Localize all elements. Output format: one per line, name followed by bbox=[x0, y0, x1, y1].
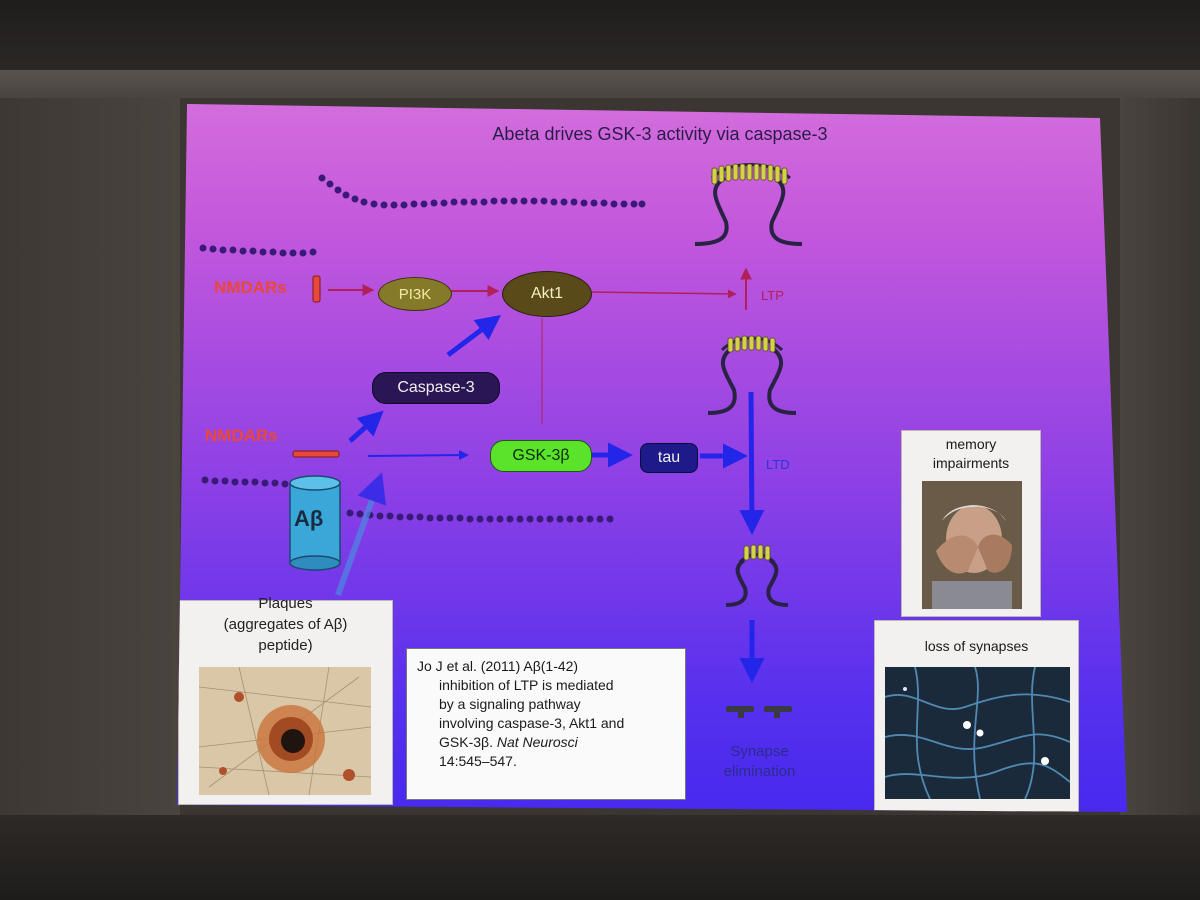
synapse-loss-panel: loss of synapses bbox=[874, 620, 1079, 812]
synapse-micrograph bbox=[885, 667, 1070, 799]
nmdar-bottom-receptor bbox=[292, 450, 340, 458]
nmdar-bottom-label: NMDARs bbox=[205, 426, 278, 445]
akt1-node: Akt1 bbox=[502, 271, 592, 317]
citation-line6: 14:545–547. bbox=[439, 753, 517, 769]
synapse-elimination-line1: Synapse bbox=[730, 743, 789, 760]
plaques-panel: Plaques (aggregates of Aβ) peptide) bbox=[178, 595, 393, 805]
arrow-plaques-up bbox=[335, 472, 387, 597]
memory-photo bbox=[922, 481, 1022, 609]
memory-panel: memory impairments bbox=[901, 430, 1041, 617]
arrow-akt1-ltp bbox=[591, 289, 737, 299]
ceiling-seam bbox=[0, 70, 1200, 98]
synapse-weakened-receptors bbox=[743, 544, 771, 561]
abeta-cylinder bbox=[289, 475, 341, 571]
plaques-line3: peptide) bbox=[258, 637, 313, 654]
tau-node: tau bbox=[640, 443, 698, 473]
membrane-upper-left bbox=[199, 244, 317, 257]
citation-journal: Nat Neurosci bbox=[496, 734, 578, 750]
nmdar-top-label: NMDARs bbox=[214, 278, 287, 297]
membrane-top bbox=[318, 174, 646, 209]
synapse-elimination-label: Synapse elimination bbox=[712, 742, 807, 782]
plaque-micrograph bbox=[199, 667, 371, 795]
synapse-loss-caption: loss of synapses bbox=[924, 638, 1029, 654]
membrane-lower-right bbox=[346, 509, 614, 523]
synapse-ltd-receptors bbox=[727, 335, 776, 353]
wall-left bbox=[0, 98, 180, 818]
membrane-lower-left bbox=[201, 476, 289, 488]
arrow-ltd-down bbox=[739, 391, 765, 535]
arrow-caspase3-akt1 bbox=[446, 314, 501, 357]
arrow-to-gsk3b bbox=[367, 450, 469, 461]
nmdar-top-receptor bbox=[312, 275, 321, 303]
gsk3b-node: GSK-3β bbox=[490, 440, 592, 472]
abeta-label: Aβ bbox=[294, 506, 324, 531]
ceiling bbox=[0, 0, 1200, 70]
plaques-line1: Plaques bbox=[258, 595, 313, 612]
slide-title: Abeta drives GSK-3 activity via caspase-… bbox=[492, 124, 828, 144]
citation-line2: inhibition of LTP is mediated bbox=[439, 677, 614, 693]
citation-line3: by a signaling pathway bbox=[439, 696, 581, 712]
ltp-label: LTP bbox=[761, 288, 784, 303]
plaques-caption: Plaques (aggregates of Aβ) peptide) bbox=[179, 593, 392, 656]
memory-caption: memory impairments bbox=[902, 435, 1040, 473]
citation-line4: involving caspase-3, Akt1 and bbox=[439, 715, 625, 731]
plaques-line2: (aggregates of Aβ) bbox=[223, 616, 348, 633]
synapse-eliminated bbox=[726, 706, 792, 718]
arrow-nmdar-caspase3 bbox=[348, 410, 384, 443]
wall-right bbox=[1120, 98, 1200, 818]
ltd-label: LTD bbox=[766, 457, 790, 472]
memory-line1: memory bbox=[945, 436, 997, 452]
synapse-ltp-receptors bbox=[711, 163, 788, 185]
caspase3-node: Caspase-3 bbox=[372, 372, 500, 404]
citation-line5: GSK-3β. bbox=[439, 734, 493, 750]
memory-line2: impairments bbox=[932, 455, 1010, 471]
synapse-weakened bbox=[725, 553, 789, 607]
pi3k-node: PI3K bbox=[378, 277, 452, 311]
synapse-elimination-line2: elimination bbox=[723, 763, 796, 780]
citation-line1: Jo J et al. (2011) Aβ(1-42) bbox=[417, 658, 579, 674]
floor-area bbox=[0, 815, 1200, 900]
citation-box: Jo J et al. (2011) Aβ(1-42) inhibition o… bbox=[406, 648, 686, 800]
